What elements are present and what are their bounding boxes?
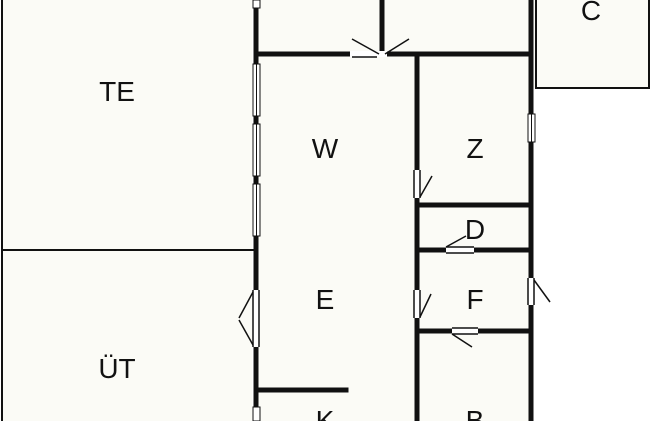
room-label-f: F [466, 284, 483, 315]
room-c-outline [535, 0, 650, 89]
room-label-b: B [466, 405, 485, 421]
room-c-floor [532, 0, 650, 88]
room-label-te: TE [99, 76, 135, 107]
room-label-k: K [316, 405, 335, 421]
doors [238, 38, 551, 348]
room-label-e: E [316, 284, 335, 315]
door-b [451, 327, 478, 348]
room-label-d: D [465, 214, 485, 245]
room-label-ut: ÜT [98, 353, 135, 384]
window-west-3 [252, 183, 261, 237]
door-f [413, 290, 432, 318]
door-w-top [350, 38, 410, 58]
room-label-z: Z [466, 133, 483, 164]
door-d [445, 235, 474, 254]
window-west-bottom [252, 406, 261, 421]
door-west-ut [238, 290, 260, 347]
door-z [413, 170, 433, 198]
room-label-c: C [581, 0, 601, 26]
room-te-floor [2, 0, 252, 250]
central-block-floor [255, 0, 532, 421]
windows [252, 0, 536, 421]
door-east-f [527, 278, 551, 305]
room-ut-floor [2, 250, 252, 421]
room-labels: TE ÜT W E K Z D F B C [98, 0, 601, 421]
walls [253, 0, 534, 421]
window-west-2 [252, 123, 261, 177]
room-label-w: W [312, 133, 339, 164]
window-west-top [252, 0, 261, 9]
window-west-1 [252, 63, 261, 117]
window-east-z [527, 113, 536, 143]
